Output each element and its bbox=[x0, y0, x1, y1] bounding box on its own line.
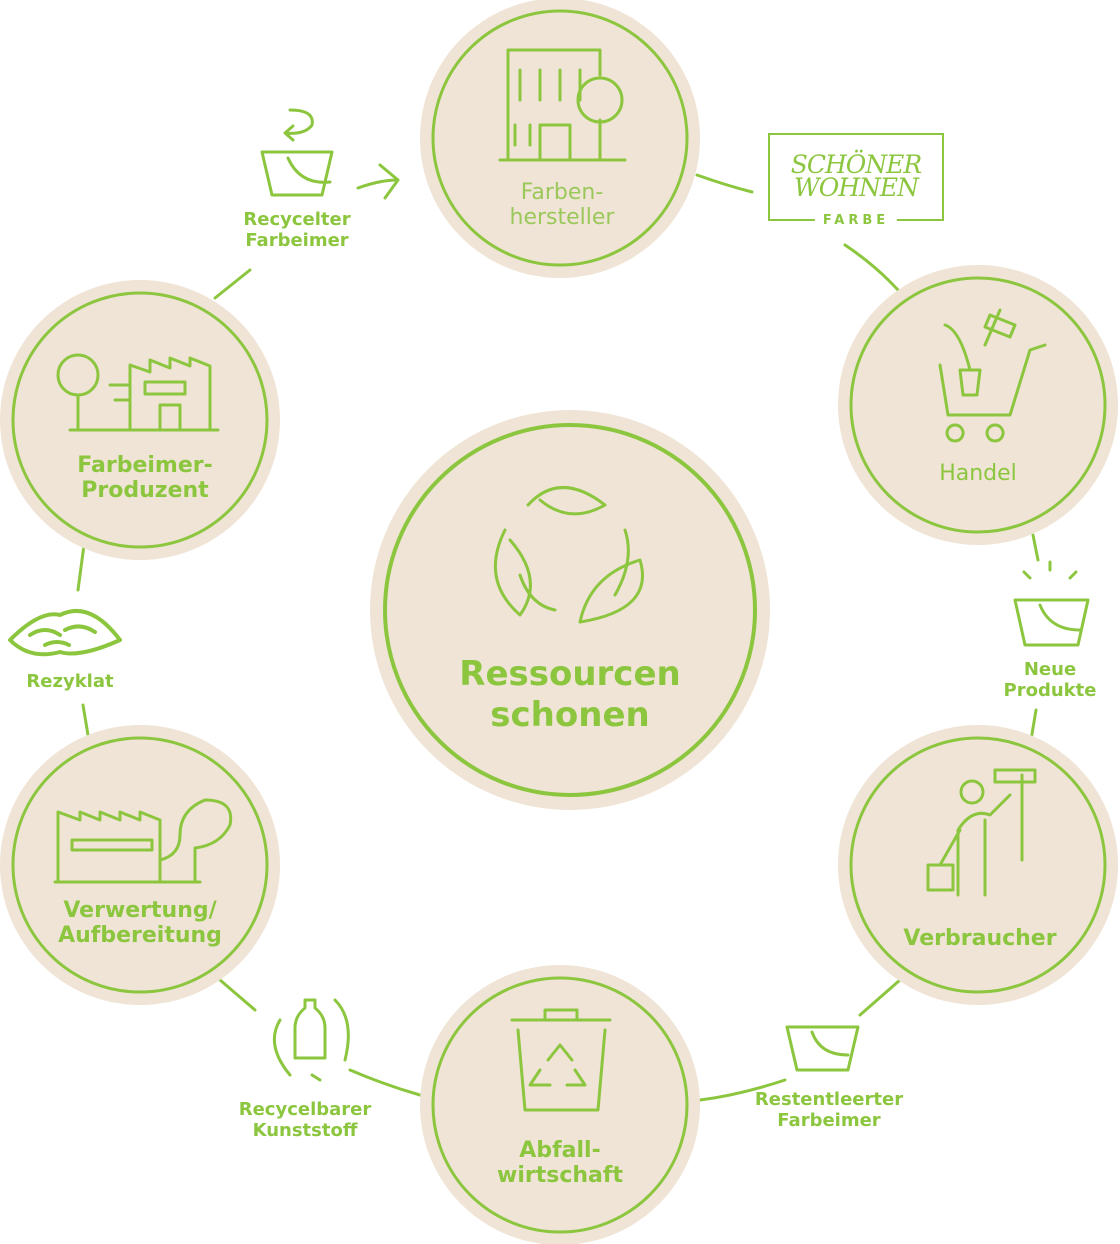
node-label: hersteller bbox=[509, 205, 615, 231]
shopping-cart-icon bbox=[938, 308, 1047, 443]
node-verbraucher: Verbraucher bbox=[903, 926, 1056, 951]
link-label: Neue bbox=[1023, 659, 1077, 680]
node-label: Produzent bbox=[81, 478, 209, 504]
center-title-line1: Ressourcen bbox=[459, 654, 681, 694]
logo-line3: FARBE bbox=[814, 213, 898, 228]
node-label: Verwertung/ bbox=[63, 898, 217, 923]
building-tree-icon bbox=[498, 48, 627, 162]
plastic-bottle-icon bbox=[272, 998, 350, 1082]
center-title: Ressourcen schonen bbox=[459, 654, 680, 737]
link-neue-produkte: Neue Produkte bbox=[1003, 659, 1097, 701]
person-painting-icon bbox=[926, 768, 1037, 897]
link-recycelbarer-kunststoff: Recycelbarer Kunststoff bbox=[238, 1099, 372, 1141]
link-label: Restentleerter bbox=[754, 1089, 904, 1110]
link-restentleerter-farbeimer: Restentleerter Farbeimer bbox=[754, 1089, 904, 1131]
granulate-icon bbox=[8, 609, 122, 657]
link-label: Recycelter bbox=[243, 209, 351, 230]
schoener-wohnen-logo: SCHÖNER WOHNEN FARBE bbox=[768, 133, 944, 228]
connector-lines bbox=[76, 163, 1040, 1102]
node-label: Handel bbox=[939, 461, 1017, 486]
node-label: wirtschaft bbox=[497, 1163, 623, 1189]
node-label: Verbraucher bbox=[903, 926, 1057, 951]
node-verwertung: Verwertung/ Aufbereitung bbox=[58, 898, 222, 949]
link-label: Produkte bbox=[1003, 679, 1097, 701]
link-recycelter-farbeimer: Recycelter Farbeimer bbox=[243, 209, 351, 251]
recycling-bin-icon bbox=[510, 1008, 612, 1112]
link-label: Recycelbarer bbox=[238, 1099, 372, 1120]
arrow-icon bbox=[356, 163, 400, 200]
recycled-bucket-icon bbox=[260, 108, 334, 197]
new-bucket-icon bbox=[1013, 560, 1090, 647]
node-label: Farben- bbox=[520, 180, 604, 205]
link-label: Kunststoff bbox=[252, 1119, 358, 1141]
node-abfallwirtschaft: Abfall- wirtschaft bbox=[497, 1138, 623, 1189]
link-label: Farbeimer bbox=[777, 1109, 881, 1131]
node-farbeimer-produzent: Farbeimer- Produzent bbox=[77, 453, 212, 504]
node-farbenhersteller: Farben- hersteller bbox=[510, 180, 615, 231]
node-label: Aufbereitung bbox=[58, 923, 222, 949]
node-handel: Handel bbox=[939, 461, 1017, 486]
logo-line2: WOHNEN bbox=[794, 173, 919, 202]
node-label: Abfall- bbox=[519, 1138, 601, 1163]
link-label: Rezyklat bbox=[26, 671, 114, 692]
logo-line1: SCHÖNER bbox=[790, 150, 923, 179]
empty-bucket-icon bbox=[785, 1025, 860, 1072]
leaf-recycle-icon bbox=[493, 486, 644, 624]
link-label: Farbeimer bbox=[245, 229, 349, 251]
factory-tree-icon bbox=[56, 353, 220, 432]
node-label: Farbeimer- bbox=[77, 453, 213, 478]
link-rezyklat: Rezyklat bbox=[26, 671, 114, 693]
factory-leaf-icon bbox=[53, 798, 233, 884]
center-title-line2: schonen bbox=[490, 695, 650, 736]
